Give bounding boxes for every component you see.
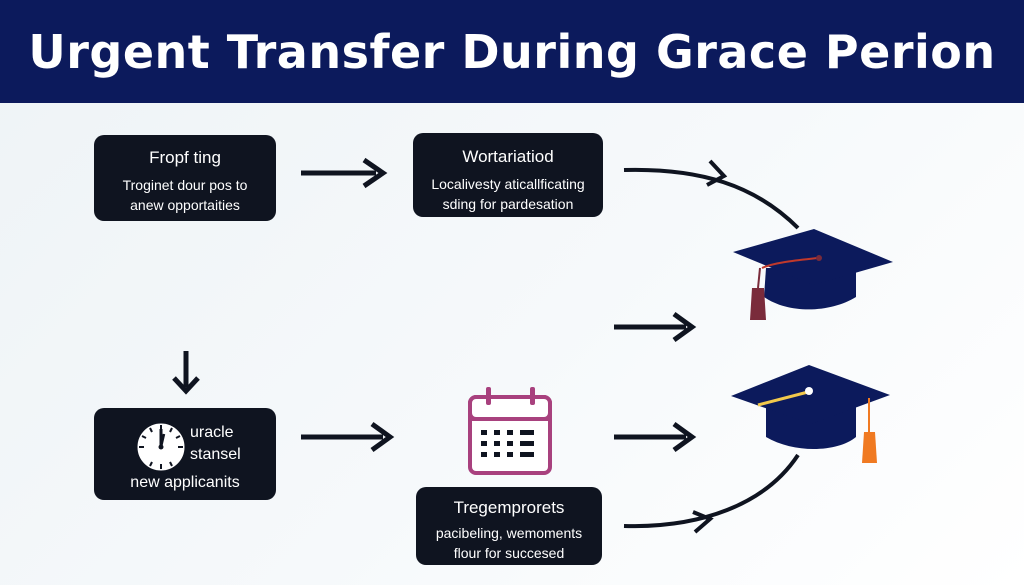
node-top-left-line2: Troginet dour pos to <box>122 177 248 193</box>
title-banner: Urgent Transfer During Grace Perion <box>0 0 1024 103</box>
arrow-bottom-left-to-calendar <box>301 421 395 453</box>
graduation-cap-icon <box>733 229 893 320</box>
node-top-left-heading: Fropf ting <box>149 148 221 167</box>
node-top-left: Fropf ting Troginet dour pos to anew opp… <box>94 135 276 221</box>
arrow-calendar-to-cap <box>614 421 697 453</box>
node-bottom-middle: Tregemprorets pacibeling, wemoments flou… <box>416 487 602 565</box>
node-top-middle-heading: Wortariatiod <box>462 147 554 166</box>
curve-bottom-middle-to-cap <box>623 453 800 534</box>
node-bottom-left-line3: new applicanits <box>130 474 240 491</box>
node-bottom-middle-heading: Tregemprorets <box>453 498 565 517</box>
curve-top-middle-to-cap <box>623 159 800 230</box>
node-bottom-left-line1: uracle <box>190 424 234 441</box>
calendar-icon <box>468 387 552 475</box>
node-top-middle-line3: sding for pardesation <box>442 196 574 212</box>
page-title: Urgent Transfer During Grace Perion <box>28 24 996 79</box>
arrow-down <box>172 351 200 395</box>
clock-icon <box>134 420 188 474</box>
node-top-middle-line2: Localivesty aticallficating <box>431 176 585 192</box>
arrow-mid-right-1 <box>614 311 697 343</box>
node-bottom-middle-line3: flour for succesed <box>453 545 565 561</box>
arrow-top-left-to-middle <box>301 157 388 189</box>
node-bottom-left-line2: stansel <box>190 446 241 463</box>
node-top-left-line3: anew opportaities <box>130 197 240 213</box>
graduation-cap-icon <box>731 365 890 463</box>
node-top-middle: Wortariatiod Localivesty aticallficating… <box>413 133 603 217</box>
node-bottom-middle-line2: pacibeling, wemoments <box>435 525 583 541</box>
node-bottom-left: uracle stansel new applicanits <box>94 408 276 500</box>
